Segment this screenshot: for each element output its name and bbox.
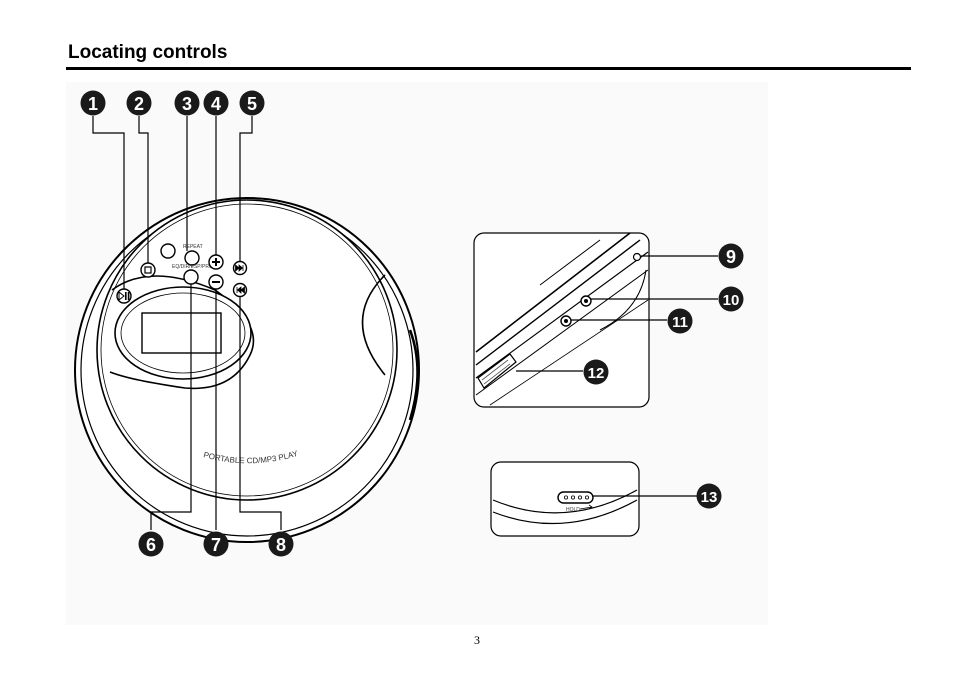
callout-3: 3: [174, 90, 200, 116]
minus-icon: [212, 281, 220, 283]
svg-text:8: 8: [276, 535, 286, 555]
volume-down-button[interactable]: [208, 274, 224, 290]
hold-label: HOLD: [566, 507, 580, 513]
skip-forward-icon: [235, 264, 244, 272]
svg-text:6: 6: [146, 535, 156, 555]
callout-13: 13: [696, 483, 722, 509]
hold-arrow-icon: [579, 504, 593, 510]
repeat-button[interactable]: [184, 250, 200, 266]
callout-4: 4: [203, 90, 229, 116]
svg-text:12: 12: [588, 365, 605, 382]
svg-text:3: 3: [182, 94, 192, 114]
volume-up-button[interactable]: [208, 254, 224, 270]
page-number: 3: [474, 633, 480, 647]
leader-lines-main: [92, 116, 282, 530]
svg-text:11: 11: [672, 314, 688, 331]
svg-text:10: 10: [723, 292, 740, 309]
skip-back-button[interactable]: [232, 282, 248, 298]
page-title: Locating controls: [68, 42, 228, 63]
lcd-display: [141, 312, 222, 354]
svg-text:9: 9: [726, 247, 736, 267]
play-pause-button[interactable]: [116, 288, 132, 304]
svg-text:1: 1: [88, 94, 98, 114]
callout-1: 1: [80, 90, 106, 116]
skip-back-icon: [236, 286, 245, 294]
mode-button[interactable]: [160, 243, 176, 259]
eq-mode-label: EQ/DIR/ESP/PRG: [172, 264, 213, 270]
eq-mode-button[interactable]: [183, 269, 199, 285]
callout-2: 2: [126, 90, 152, 116]
callout-8: 8: [268, 531, 294, 557]
headphone-jack[interactable]: [632, 252, 642, 262]
play-pause-icon: [118, 290, 130, 302]
svg-text:2: 2: [134, 94, 144, 114]
svg-text:7: 7: [211, 535, 221, 555]
svg-text:13: 13: [701, 489, 718, 506]
stop-button[interactable]: [140, 262, 156, 278]
svg-text:5: 5: [247, 94, 257, 114]
callout-11: 11: [667, 308, 693, 334]
cd-player-top-view: REPEAT EQ/DIR/ESP/PRG PORTABLE CD/MP3 PL…: [0, 0, 420, 543]
side-view-inset: [473, 232, 650, 408]
leader-lines-side: [516, 255, 718, 372]
title-rule: [66, 67, 911, 70]
callout-badges: 1 2 3 4 5 6 7 8: [80, 90, 744, 557]
callout-6: 6: [138, 531, 164, 557]
callout-12: 12: [583, 359, 609, 385]
skip-forward-button[interactable]: [232, 260, 248, 276]
hold-switch[interactable]: [557, 491, 594, 504]
hold-slider-side[interactable]: [477, 353, 517, 389]
plus-icon: [212, 258, 220, 266]
hold-switch-inset: HOLD: [490, 461, 640, 537]
callout-10: 10: [718, 286, 744, 312]
svg-text:4: 4: [211, 94, 221, 114]
callout-7: 7: [203, 531, 229, 557]
repeat-label: REPEAT: [183, 244, 203, 250]
stop-icon: [144, 266, 152, 274]
callout-5: 5: [239, 90, 265, 116]
callout-9: 9: [718, 243, 744, 269]
